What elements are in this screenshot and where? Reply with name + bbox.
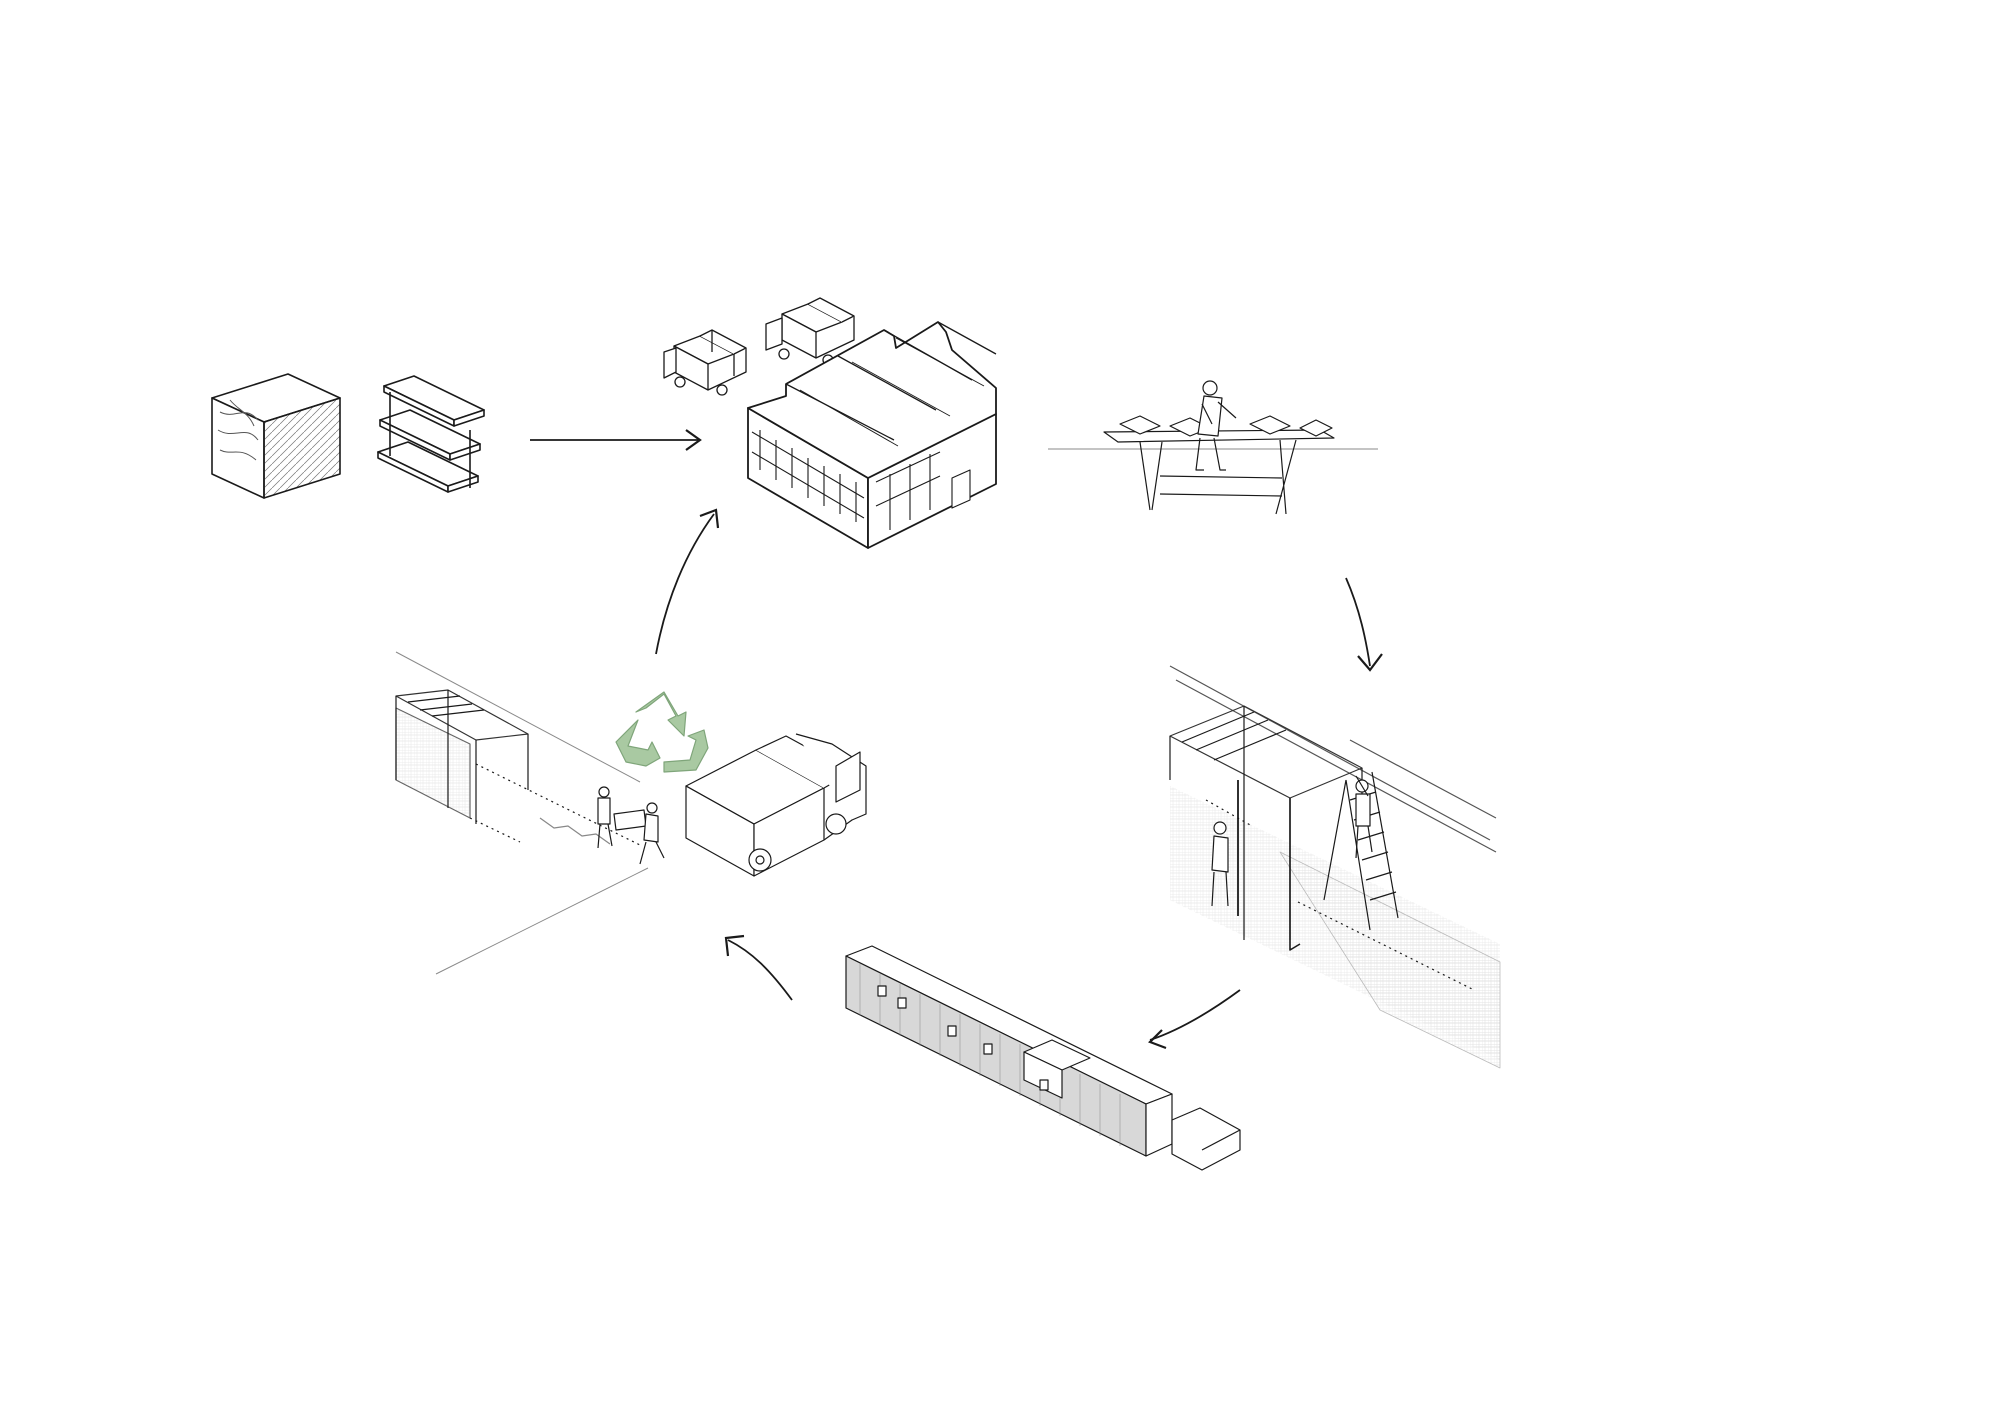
carpenter-figure-icon [1195,380,1237,471]
timber-block-icon [211,373,341,499]
arrow-assembly-to-building [1148,989,1241,1050]
timber-and-shelving-icon [211,373,485,499]
worker-figure-icon [1211,780,1239,916]
dismantling-and-truck-icon [395,651,867,975]
worker-figure-icon [597,786,613,849]
arrow-disassembly-to-factory [655,508,720,655]
worker-on-ladder-icon [1355,775,1373,859]
truck-icon [685,733,867,877]
worker-figure-icon [639,802,665,865]
factory-with-trucks-icon [663,297,997,549]
arrow-workbench-to-assembly [1345,577,1383,672]
factory-building-icon [747,321,997,549]
carpenter-at-workbench-icon [1048,380,1378,515]
arrow-building-to-disassembly [724,934,793,1001]
truck-icon [663,329,747,396]
canopy-assembly-with-ladder-icon [1169,665,1501,1069]
truck-icon [765,297,855,366]
recycle-icon [615,691,709,773]
long-timber-pavilion-icon [845,945,1241,1171]
carried-panel-icon [613,809,647,831]
arrow-materials-to-factory [530,429,702,451]
shelving-icon [377,375,485,493]
